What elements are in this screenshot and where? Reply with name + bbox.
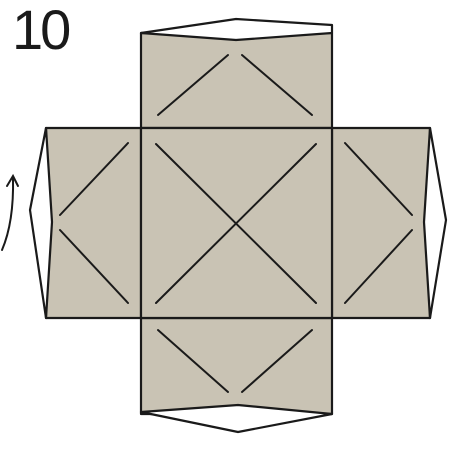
bottom-flap <box>139 316 334 416</box>
left-crease-top <box>59 142 129 216</box>
left-flap <box>44 126 143 320</box>
bottom-crease-right <box>241 329 313 393</box>
right-flap <box>330 126 432 320</box>
right-crease-top <box>344 142 413 216</box>
center-crease-b <box>155 143 317 304</box>
left-crease-bottom <box>59 229 129 304</box>
bottom-flap-edge <box>139 403 334 434</box>
bottom-crease-left <box>157 329 229 393</box>
curved-arrow-icon <box>1 177 15 251</box>
left-flap-edge <box>28 126 54 320</box>
top-flap-edge <box>139 17 334 42</box>
top-crease-left <box>157 54 229 116</box>
right-flap-edge <box>422 126 448 320</box>
right-crease-bottom <box>344 229 413 304</box>
top-crease-right <box>241 54 313 116</box>
arrow-head <box>6 173 19 187</box>
top-flap <box>139 31 334 130</box>
step-number: 10 <box>12 0 71 61</box>
